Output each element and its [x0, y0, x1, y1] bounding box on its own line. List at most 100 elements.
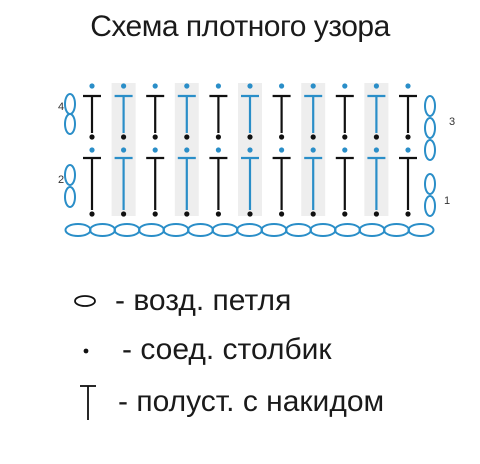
turning-chain-oval [64, 113, 76, 135]
foundation-chain [64, 223, 435, 237]
stitch-symbol [304, 147, 323, 217]
chain-oval [211, 223, 239, 237]
dot-mark [342, 83, 348, 89]
dot-mark [310, 134, 316, 140]
dot-mark [89, 134, 95, 140]
chain-oval [236, 223, 263, 237]
row-number: 4 [58, 101, 64, 113]
chain-oval [187, 223, 214, 237]
legend-text-chain: - возд. петля [115, 284, 292, 317]
dot-mark [184, 83, 190, 89]
dot-mark [247, 147, 253, 153]
chain-oval [407, 223, 435, 237]
dot-mark [373, 211, 379, 217]
dot-mark [89, 211, 95, 217]
dot-mark [152, 211, 158, 217]
dot-mark [310, 147, 316, 153]
dot-mark [121, 134, 127, 140]
dot-mark [373, 83, 379, 89]
dot-mark [121, 211, 127, 217]
dot-mark [279, 211, 285, 217]
stitch-symbol [399, 83, 417, 140]
stitch-symbol [367, 83, 386, 140]
dot-mark [184, 211, 190, 217]
row-number: 3 [449, 116, 455, 128]
dot-mark [121, 83, 127, 89]
diagram-title: Схема плотного узора [90, 10, 390, 43]
turning-chain-oval [424, 173, 436, 195]
row-number: 1 [444, 195, 450, 207]
stitch-symbol [83, 83, 101, 140]
stitch-symbol [335, 83, 354, 140]
dot-mark [405, 134, 411, 140]
turning-chain-oval [424, 117, 436, 139]
chain-oval [334, 223, 361, 237]
stitch-symbol [83, 147, 101, 217]
turning-chains [64, 93, 436, 217]
stitch-symbol [272, 83, 291, 140]
dot-mark [342, 134, 348, 140]
dot-icon [83, 348, 89, 354]
dot-mark [310, 211, 316, 217]
turning-chain-oval [64, 186, 76, 208]
stitch-symbol [367, 147, 386, 217]
dot-mark [342, 211, 348, 217]
dot-mark [342, 147, 348, 153]
dot-mark [279, 83, 285, 89]
dot-mark [310, 83, 316, 89]
chain-oval [89, 223, 116, 237]
dot-mark [89, 147, 95, 153]
dot-mark [215, 147, 221, 153]
stitch-symbol [114, 83, 133, 140]
chain-oval [260, 223, 288, 237]
turning-chain-oval [64, 93, 76, 115]
turning-chain-oval [64, 164, 76, 186]
stitch-symbol [272, 147, 291, 217]
dot-mark [152, 83, 158, 89]
stitch-symbol [209, 147, 228, 217]
chain-oval [162, 223, 190, 237]
turning-chain-oval [424, 139, 436, 161]
chain-oval [309, 223, 337, 237]
chain-oval [358, 223, 386, 237]
stitch-symbol [241, 147, 259, 217]
dot-mark [373, 147, 379, 153]
dot-mark [215, 134, 221, 140]
dot-mark [184, 147, 190, 153]
dot-mark [405, 211, 411, 217]
dot-mark [89, 83, 95, 89]
legend-symbols [74, 295, 96, 420]
chain-oval-icon [74, 295, 96, 307]
row-number: 2 [58, 174, 64, 186]
dot-mark [279, 134, 285, 140]
chain-oval [383, 223, 410, 237]
turning-chain-oval [424, 95, 436, 117]
dot-mark [373, 134, 379, 140]
dot-mark [405, 147, 411, 153]
dot-mark [247, 83, 253, 89]
chain-oval [138, 223, 165, 237]
stitch-symbol [177, 147, 196, 217]
dot-mark [184, 134, 190, 140]
legend-text-slip-stitch: - соед. столбик [122, 333, 332, 366]
stitch-symbol [335, 147, 354, 217]
dot-mark [152, 134, 158, 140]
dot-mark [215, 83, 221, 89]
row-numbers: 4 2 3 1 [58, 101, 455, 207]
stitch-symbol [399, 147, 417, 217]
t-stitch-icon [80, 385, 96, 420]
stitch-symbol [209, 83, 228, 140]
chain-oval [113, 223, 141, 237]
dot-mark [279, 147, 285, 153]
stitch-symbol [177, 83, 196, 140]
stitch-symbol [114, 147, 133, 217]
chain-oval [64, 223, 92, 237]
stitch-grid [83, 83, 417, 217]
stitch-symbol [146, 147, 165, 217]
turning-chain-oval [424, 195, 436, 217]
stitch-symbol [304, 83, 323, 140]
dot-mark [121, 147, 127, 153]
dot-mark [247, 134, 253, 140]
dot-mark [405, 83, 411, 89]
